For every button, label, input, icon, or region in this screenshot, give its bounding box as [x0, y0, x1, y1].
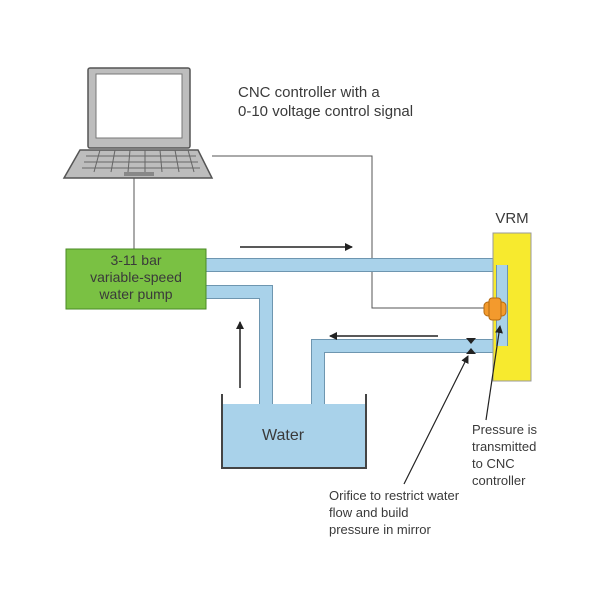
pressure-note-line2: transmitted [472, 439, 536, 454]
pump-label-line1: 3-11 bar [110, 252, 161, 268]
pressure-note-line3: to CNC [472, 456, 515, 471]
water-tank-fill [222, 404, 366, 468]
orifice-note-line1: Orifice to restrict water [329, 488, 460, 503]
sensor-pointer [485, 325, 503, 421]
orifice-icon [466, 338, 476, 354]
vrm-label: VRM [495, 210, 528, 227]
controller-label-line1: CNC controller with a [238, 84, 380, 101]
orifice-pointer [403, 355, 469, 485]
pressure-note-line4: controller [472, 473, 526, 488]
laptop-display [95, 73, 183, 139]
orifice-note-line3: pressure in mirror [329, 522, 432, 537]
pressure-sensor-icon [483, 297, 507, 321]
controller-to-sensor-wire [212, 155, 486, 309]
pipes [206, 258, 516, 405]
pressure-note-line1: Pressure is [472, 422, 538, 437]
water-tank [221, 394, 367, 469]
pump-label-line3: water pump [98, 286, 172, 302]
tank-label: Water [262, 427, 305, 444]
intake-pipe [206, 285, 273, 405]
controller-label-line2: 0-10 voltage control signal [238, 103, 413, 120]
water-pump [65, 248, 207, 310]
pump-label-line2: variable-speed [90, 269, 182, 285]
laptop-touchpad [124, 172, 154, 176]
return-pipe [311, 322, 516, 405]
laptop-icon [62, 67, 214, 179]
laptop-base [62, 149, 214, 179]
orifice-note-line2: flow and build [329, 505, 409, 520]
